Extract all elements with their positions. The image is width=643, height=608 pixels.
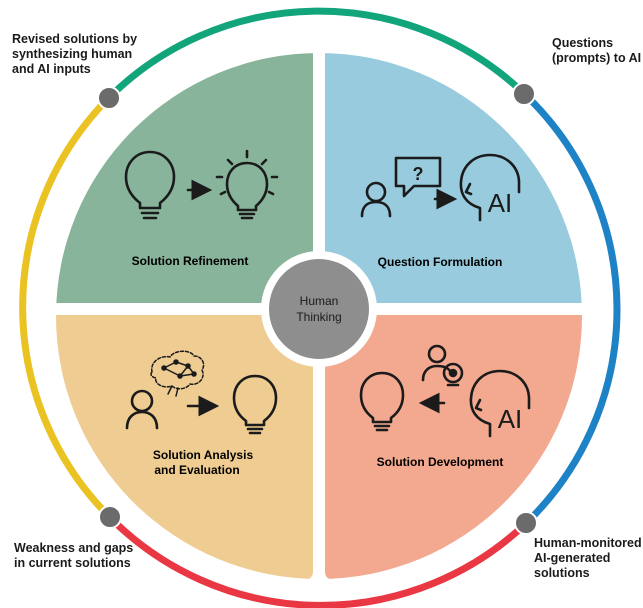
ring-arc-bottom [106,513,530,608]
lightbulb-icon [232,374,278,435]
label-questions-to-ai: Questions (prompts) to AI [552,36,642,65]
person-icon [125,389,159,430]
ai-head-icon: AI [469,369,531,438]
quadrant-title-question-formulation: Question Formulation [378,255,503,269]
ai-head-icon: AI [459,153,521,222]
quadrant-title-analysis-line2: and Evaluation [154,463,239,477]
quadrant-title-solution-development: Solution Development [377,455,504,469]
lightbulb-icon [124,150,176,220]
quadrant-title-solution-refinement: Solution Refinement [132,254,249,268]
lit-lightbulb-icon [215,149,279,220]
person-icon [360,181,392,218]
ring-node-top-left [97,86,121,110]
ring-arc-left [19,94,114,521]
question-bubble-icon: ? [394,156,442,198]
label-weakness-and-gaps: Weakness and gaps in current solutions [14,541,134,570]
outer-ring [19,7,621,608]
ring-nodes [97,82,538,535]
quadrant-title-analysis-line1: Solution Analysis [153,448,254,462]
svg-text:AI: AI [488,188,513,218]
ring-arc-right [520,90,621,527]
center-circle [269,259,369,359]
center-label-line1: Human [300,294,339,308]
svg-text:?: ? [413,164,424,184]
svg-text:AI: AI [498,404,523,434]
ring-node-top-right [512,82,536,106]
ring-node-bottom-left [98,505,122,529]
label-revised-solutions: Revised solutions by synthesizing human … [12,32,138,76]
lightbulb-icon [359,371,405,432]
webcam-person-icon [421,344,464,387]
ring-arc-top [104,7,528,102]
brain-network-icon [150,350,205,397]
center-label-line2: Thinking [296,310,341,324]
label-human-monitored: Human-monitored AI-generated solutions [534,536,642,580]
ring-node-bottom-right [514,511,538,535]
